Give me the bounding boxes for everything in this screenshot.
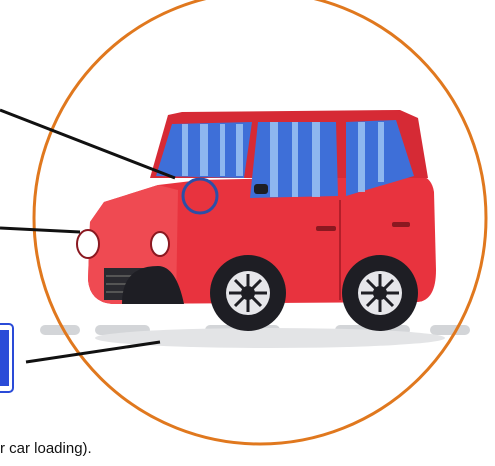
side-box-fill (0, 330, 9, 386)
leader-line-headlight (0, 228, 80, 232)
rear-wheel (342, 255, 418, 331)
door-handle (316, 226, 336, 231)
headlight-left (77, 230, 99, 258)
side-mirror (254, 184, 268, 194)
headlight-right (151, 232, 169, 256)
leader-line-windshield (0, 110, 175, 178)
leader-line-wheel (26, 342, 160, 362)
front-window-stripes (270, 122, 320, 197)
rear-door-handle (392, 222, 410, 227)
caption-text: r car loading). (0, 440, 92, 457)
